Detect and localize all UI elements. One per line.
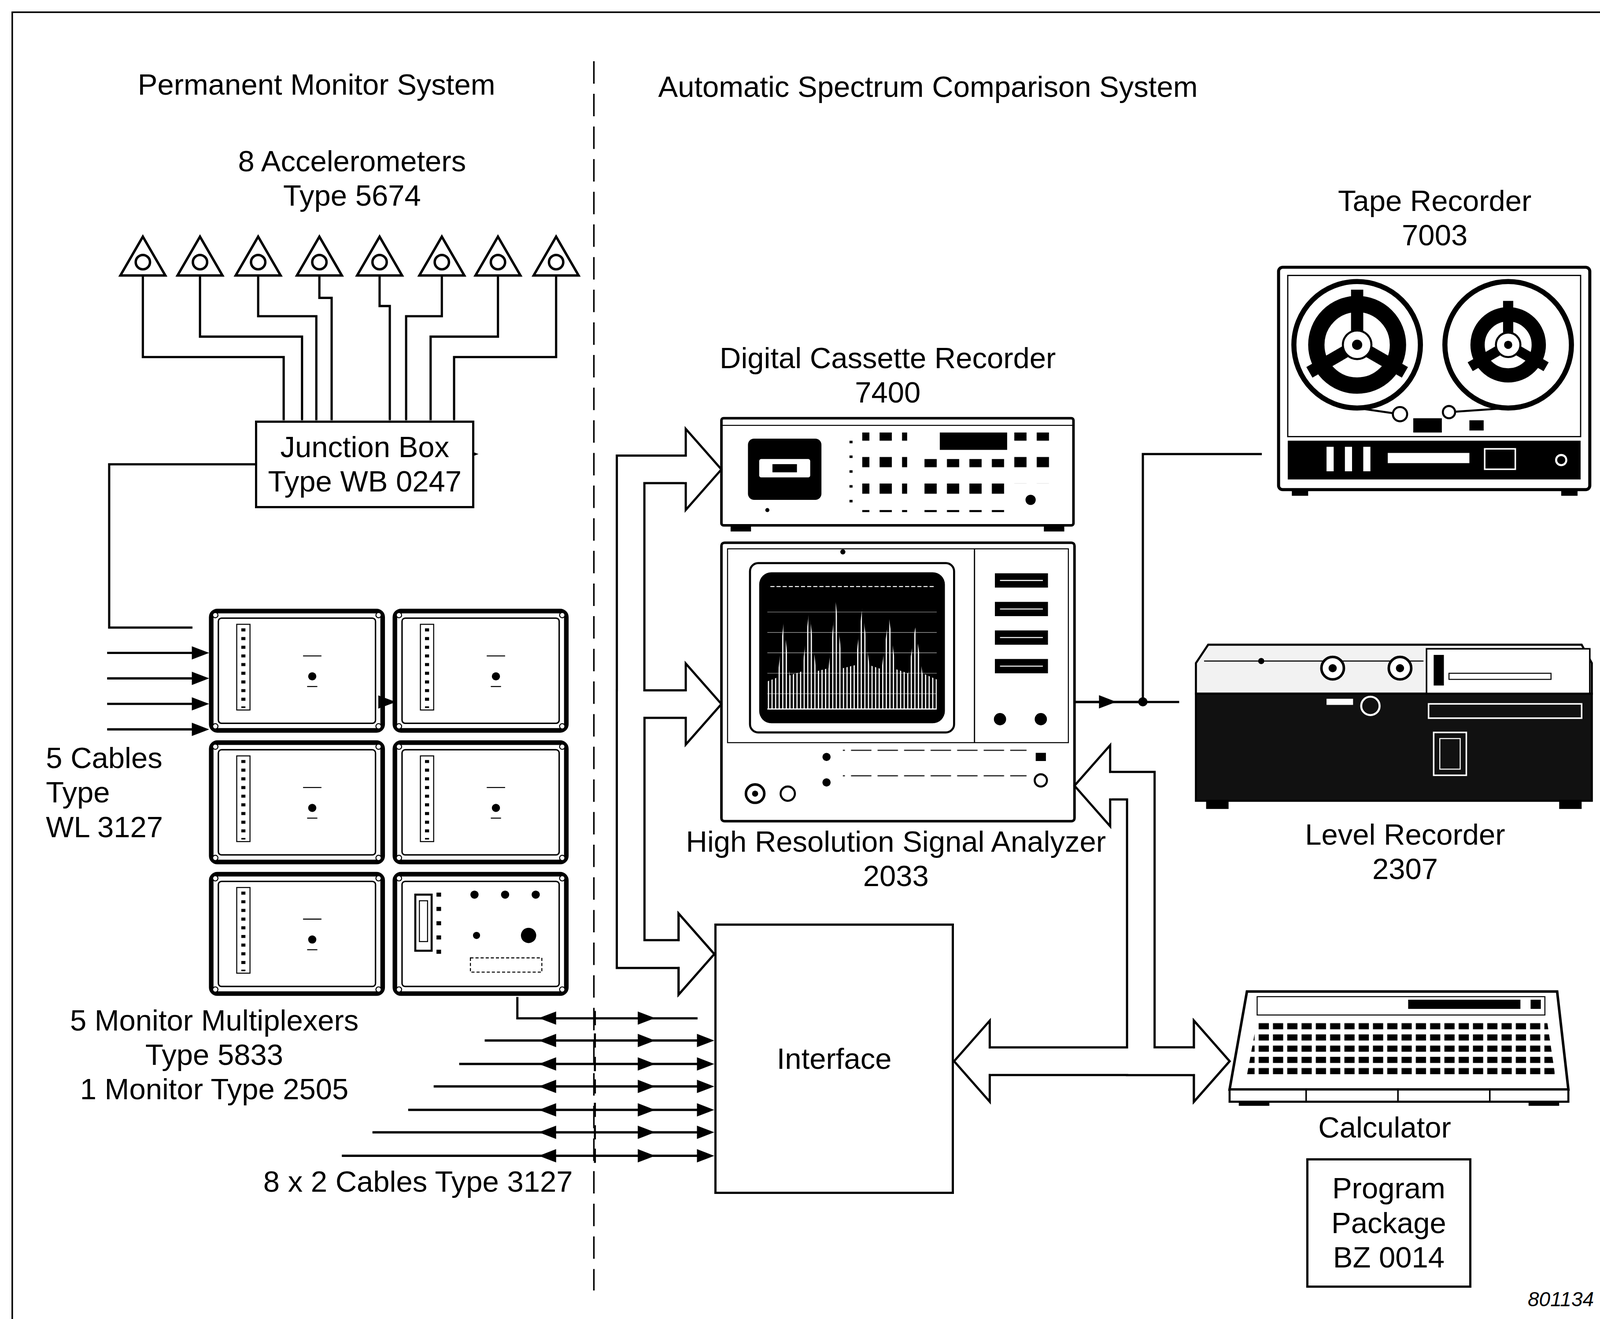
bus-arrow-head: [678, 913, 715, 995]
device-label: 1 Monitor Type 2505: [80, 1071, 349, 1107]
device-caption: Level Recorder 2307: [1304, 817, 1505, 887]
signal-line-path: [109, 464, 255, 628]
bus-arrow-head: [1193, 1020, 1230, 1102]
group-label: 8 Accelerometers Type 5674: [238, 144, 467, 214]
cable-label: 8 x 2 Cables Type 3127: [263, 1164, 573, 1199]
bus-arrow-head: [1074, 745, 1111, 827]
device-caption: Digital Cassette Recorder 7400: [719, 340, 1056, 411]
level-recorder-drawing: [1195, 644, 1592, 810]
bus-arrow-head: [685, 428, 722, 510]
bus-join: [1192, 1048, 1196, 1075]
device-caption: Tape Recorder 7003: [1337, 183, 1532, 253]
section-heading: Automatic Spectrum Comparison System: [657, 69, 1198, 104]
calculator: Calculator: [1229, 989, 1569, 1105]
signal-analyzer-drawing: [721, 542, 1075, 821]
bus-join: [1108, 772, 1113, 799]
multiplexer-rack: 5 Monitor Multiplexers Type 58331 Monito…: [209, 609, 570, 997]
cassette-recorder: Digital Cassette Recorder 7400: [721, 418, 1074, 528]
bus-join: [683, 691, 688, 717]
cassette-recorder-drawing: [721, 418, 1074, 532]
interface-box: Interface: [714, 923, 954, 1194]
arrow-head: [378, 695, 396, 709]
signal-line-path: [1074, 701, 1180, 704]
signal-line: [461, 447, 1263, 703]
device-label: Calculator: [1318, 1110, 1452, 1145]
signal-line: [0, 464, 255, 635]
tape-recorder-drawing: [1278, 267, 1590, 496]
signal-line: [378, 695, 1180, 709]
level-recorder: Level Recorder 2307: [1195, 642, 1592, 810]
bus-arrow-head: [953, 1020, 990, 1102]
bus-join: [987, 1048, 992, 1075]
box-label: Junction Box Type WB 0247: [268, 429, 462, 499]
program-box: Program Package BZ 0014: [1306, 1158, 1472, 1288]
bus-join: [683, 456, 688, 483]
device-label: 5 Monitor Multiplexers Type 5833: [70, 1003, 359, 1073]
multiplexer-rack-drawing: [211, 610, 567, 994]
bus-join: [676, 941, 681, 968]
device-label: High Resolution Signal Analyzer 2033: [686, 824, 1106, 894]
figure-number: 801134: [1527, 1287, 1594, 1312]
bus-arrow-head: [1193, 1020, 1230, 1102]
signal-lines: [0, 447, 1262, 1025]
frame-line: [12, 12, 1600, 1319]
divider-line: [593, 61, 595, 1291]
accelerometer-symbols: [120, 236, 579, 276]
box-label: Program Package BZ 0014: [1331, 1171, 1447, 1275]
signal-analyzer: High Resolution Signal Analyzer 2033: [721, 543, 1075, 822]
bus-arrow: [630, 469, 687, 955]
device-label: Digital Cassette Recorder 7400: [719, 340, 1056, 411]
bus-arrow: [1109, 785, 1195, 1062]
device-caption: Calculator: [1318, 1110, 1452, 1145]
device-label: Level Recorder 2307: [1304, 817, 1505, 887]
bus-arrow-head: [685, 663, 722, 745]
accelerometer-wires: [142, 275, 556, 421]
tape-recorder: Tape Recorder 7003: [1278, 267, 1590, 490]
bus-join: [676, 941, 681, 968]
junction-box: Junction Box Type WB 0247: [254, 420, 475, 509]
signal-line-path: [517, 997, 698, 1019]
calculator-drawing: [1229, 991, 1569, 1106]
device-caption: 5 Monitor Multiplexers Type 58331 Monito…: [70, 1003, 359, 1107]
bus-arrow: [630, 469, 687, 955]
bus-join: [1192, 1048, 1196, 1075]
bus-arrow: [1109, 785, 1195, 1062]
cable-label: 5 Cables Type WL 3127: [45, 740, 163, 845]
box-label: Interface: [776, 1041, 892, 1076]
section-heading: Permanent Monitor System: [137, 67, 496, 102]
signal-line-path: [1074, 454, 1262, 703]
device-label: Tape Recorder 7003: [1337, 183, 1532, 253]
device-caption: High Resolution Signal Analyzer 2033: [686, 824, 1106, 894]
bus-arrow-head: [678, 913, 715, 995]
